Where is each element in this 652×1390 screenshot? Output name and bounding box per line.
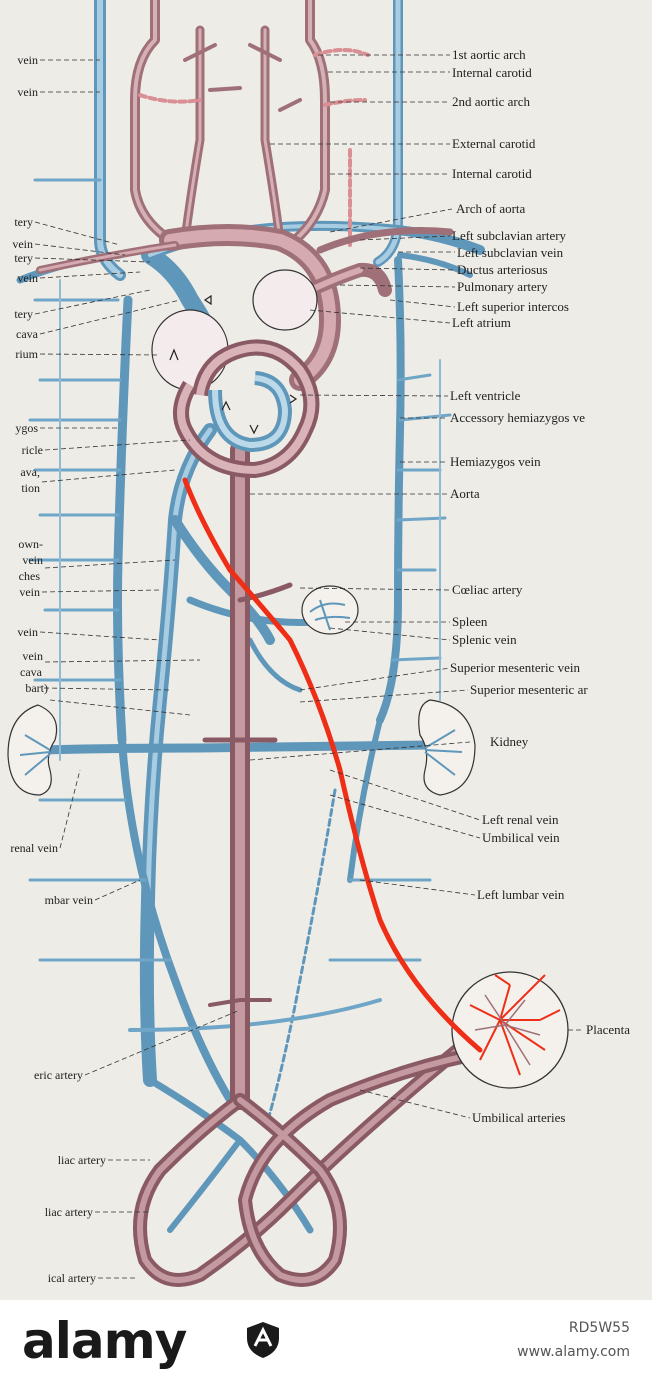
- label-splenic-vein: Splenic vein: [452, 632, 517, 647]
- left-label-ventricle: ricle: [22, 443, 43, 457]
- left-label-artery-2: tery: [14, 251, 33, 265]
- left-label-atrium: rium: [15, 347, 38, 361]
- left-label-artery-1: tery: [14, 215, 33, 229]
- label-left-atrium: Left atrium: [452, 315, 511, 330]
- left-label-mesenteric-artery: eric artery: [34, 1068, 83, 1082]
- label-external-carotid: External carotid: [452, 136, 536, 151]
- label-hemiazygos-vein: Hemiazygos vein: [450, 454, 541, 469]
- second-aortic-arch: [138, 93, 367, 107]
- label-umbilical-arteries: Umbilical arteries: [472, 1110, 566, 1125]
- label-aorta: Aorta: [450, 486, 480, 501]
- heart: [151, 269, 320, 479]
- coeliac-artery: [237, 582, 293, 603]
- left-label-vein-4: vein: [17, 271, 38, 285]
- fetal-circulation-diagram: 1st aortic arch Internal carotid 2nd aor…: [0, 0, 652, 1300]
- label-left-ventricle: Left ventricle: [450, 388, 521, 403]
- left-label-vein-8: vein: [22, 649, 43, 663]
- illustration-plate: ider of the lower limb.ee vein of the up…: [0, 0, 652, 1300]
- left-atrium: [252, 269, 318, 331]
- alamy-logo-icon: [247, 1322, 279, 1358]
- left-label-part: bart): [25, 681, 48, 695]
- right-labels: 1st aortic arch Internal carotid 2nd aor…: [450, 47, 630, 1125]
- placenta: [451, 971, 569, 1089]
- right-atrium: [151, 309, 229, 391]
- left-label-cava-2: cava: [20, 665, 43, 679]
- left-label-vein-7: vein: [17, 625, 38, 639]
- left-label-branches: ches: [19, 569, 41, 583]
- left-subclavian-artery: [316, 227, 454, 254]
- label-accessory-hemiazygos: Accessory hemiazygos ve: [450, 410, 585, 425]
- left-label-iliac-artery-2: liac artery: [45, 1205, 93, 1219]
- label-internal-carotid-top: Internal carotid: [452, 65, 532, 80]
- watermark-brand: alamy: [22, 1312, 187, 1370]
- renal-vein: [35, 740, 435, 755]
- label-left-lumbar-vein: Left lumbar vein: [477, 887, 565, 902]
- left-label-artery-3: tery: [14, 307, 33, 321]
- left-label-cava-junction-1: ava,: [20, 465, 40, 479]
- label-left-superior-intercostal: Left superior intercos: [457, 299, 569, 314]
- left-label-lumbar-vein: mbar vein: [45, 893, 93, 907]
- watermark-bar: alamy RD5W55 www.alamy.com: [0, 1300, 652, 1390]
- label-left-renal-vein: Left renal vein: [482, 812, 559, 827]
- left-label-cava: cava: [16, 327, 39, 341]
- left-label-vein-1: vein: [17, 53, 38, 67]
- spleen: [301, 585, 359, 635]
- left-label-vein-5: vein: [22, 553, 43, 567]
- first-aortic-arch: [313, 48, 370, 57]
- label-internal-carotid: Internal carotid: [452, 166, 532, 181]
- leader-lines: [34, 54, 583, 1279]
- watermark-url: www.alamy.com: [517, 1344, 630, 1360]
- label-superior-mesenteric-vein: Superior mesenteric vein: [450, 660, 580, 675]
- left-label-azygos: ygos: [15, 421, 38, 435]
- label-placenta: Placenta: [586, 1022, 630, 1037]
- label-umbilical-vein: Umbilical vein: [482, 830, 560, 845]
- watermark-image-id: RD5W55: [568, 1320, 630, 1336]
- label-left-subclavian-artery: Left subclavian artery: [452, 228, 567, 243]
- superior-mesenteric-vein: [247, 637, 303, 693]
- left-label-down: own-: [18, 537, 43, 551]
- label-coeliac-artery: Cœliac artery: [452, 582, 523, 597]
- label-superior-mesenteric-artery: Superior mesenteric ar: [470, 682, 588, 697]
- azygos-vein: [113, 295, 133, 745]
- label-spleen: Spleen: [452, 614, 488, 629]
- label-pulmonary-artery: Pulmonary artery: [457, 279, 548, 294]
- label-1st-aortic-arch: 1st aortic arch: [452, 47, 526, 62]
- figure-backdrop: [0, 0, 652, 1300]
- umbilical-vein-dotted: [266, 788, 337, 1122]
- hemiazygos-vein: [376, 256, 405, 724]
- kidney-left: [7, 704, 58, 796]
- venous-system: [16, 0, 485, 1234]
- left-label-vein-2: vein: [17, 85, 38, 99]
- arterial-system: [36, 0, 477, 1287]
- left-label-renal-vein: renal vein: [10, 841, 58, 855]
- umbilical-vein: [182, 477, 483, 1053]
- left-label-vein-3: vein: [12, 237, 33, 251]
- left-label-umbilical-artery: ical artery: [48, 1271, 96, 1285]
- left-labels: vein vein tery vein tery vein tery cava …: [10, 53, 106, 1285]
- label-arch-of-aorta: Arch of aorta: [456, 201, 526, 216]
- label-ductus-arteriosus: Ductus arteriosus: [457, 262, 548, 277]
- left-label-cava-junction-2: tion: [21, 481, 40, 495]
- left-label-vein-6: vein: [19, 585, 40, 599]
- label-kidney: Kidney: [490, 734, 529, 749]
- label-left-subclavian-vein: Left subclavian vein: [457, 245, 564, 260]
- label-2nd-aortic-arch: 2nd aortic arch: [452, 94, 530, 109]
- left-label-iliac-artery-1: liac artery: [58, 1153, 106, 1167]
